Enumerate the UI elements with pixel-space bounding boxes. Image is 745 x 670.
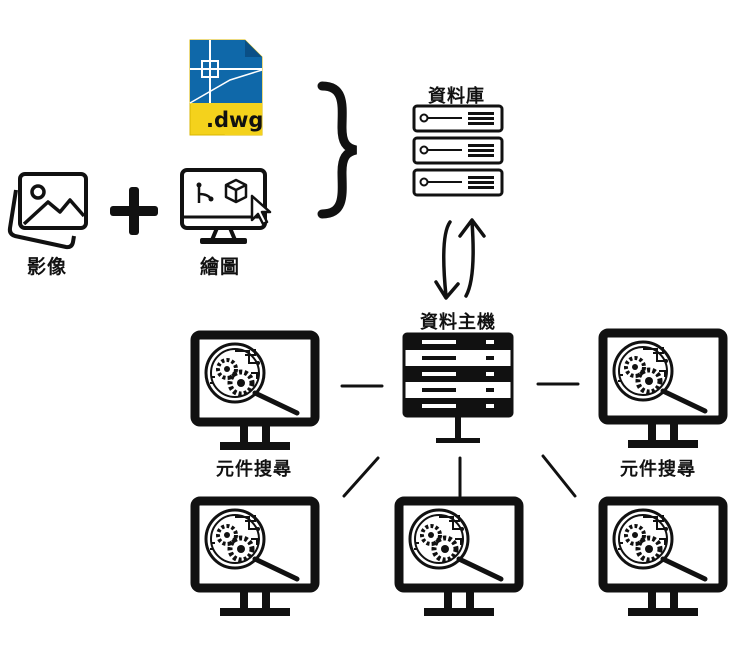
host-server-icon	[402, 332, 514, 443]
dwg-file-icon	[189, 39, 263, 136]
workstation-bottom-right	[603, 501, 723, 616]
cad-monitor-icon	[180, 168, 272, 244]
right-brace-icon	[317, 81, 358, 219]
drawing-label: 繪圖	[200, 256, 241, 278]
bidirectional-arrows-icon	[434, 218, 486, 300]
search-label-left: 元件搜尋	[216, 459, 292, 480]
image-label: 影像	[27, 256, 68, 278]
database-label: 資料庫	[428, 86, 485, 107]
workstation-bottom-center	[399, 501, 519, 616]
search-label-right: 元件搜尋	[620, 459, 696, 480]
component-search-monitor-icon	[195, 335, 315, 450]
component-search-monitor-icon	[399, 501, 519, 616]
component-search-monitor-icon	[603, 501, 723, 616]
image-stack-icon	[7, 172, 88, 250]
database-server-icon	[412, 104, 504, 197]
workstation-top-right	[603, 333, 723, 448]
component-search-monitor-icon	[195, 501, 315, 616]
network-links	[340, 382, 580, 498]
plus-icon	[110, 187, 158, 235]
workstation-top-left	[195, 335, 315, 450]
dwg-extension-label: .dwg	[206, 108, 264, 132]
component-search-monitor-icon	[603, 333, 723, 448]
host-label: 資料主機	[420, 312, 496, 333]
workstation-bottom-left	[195, 501, 315, 616]
